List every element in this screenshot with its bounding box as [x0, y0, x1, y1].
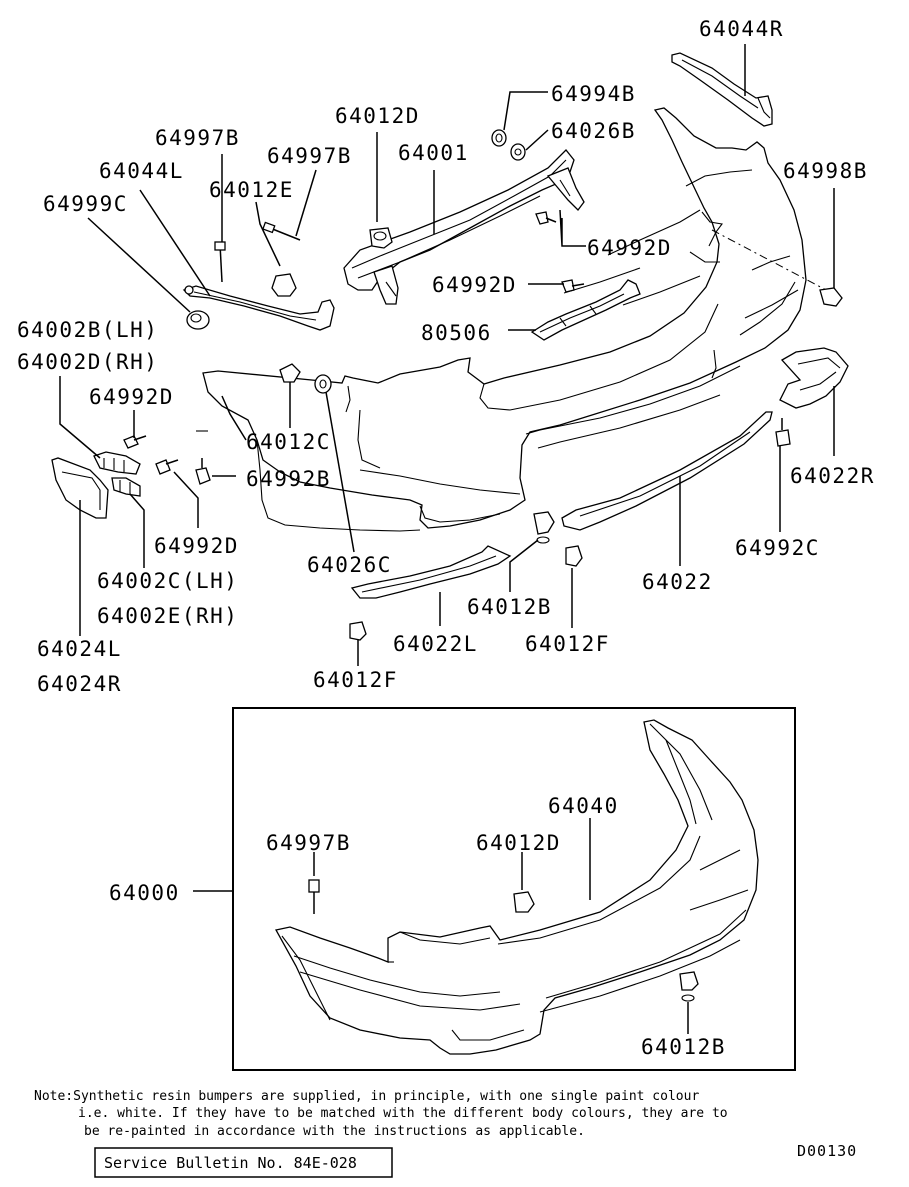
label-64998B: 64998B	[783, 159, 868, 183]
label-64999C: 64999C	[43, 192, 128, 216]
service-bulletin-text: Service Bulletin No. 84E-028	[104, 1154, 357, 1172]
label-64002C: 64002C(LH)	[97, 569, 238, 593]
label-64997B-a: 64997B	[155, 126, 240, 150]
label-64024R: 64024R	[37, 672, 122, 696]
label-64044R: 64044R	[699, 17, 784, 41]
label-64026C: 64026C	[307, 553, 392, 577]
rear-bumper-cover	[196, 107, 831, 532]
label-64040: 64040	[548, 794, 619, 818]
label-64026B: 64026B	[551, 119, 636, 143]
bracket-64044R	[671, 52, 773, 127]
clip-64002-lower	[111, 477, 141, 497]
label-64012D-box: 64012D	[476, 831, 561, 855]
reinforcement-64001	[343, 149, 585, 305]
note-line-1: Note:Synthetic resin bumpers are supplie…	[34, 1089, 699, 1104]
service-bulletin-box	[94, 1147, 393, 1178]
leader-lines	[59, 44, 835, 666]
bracket-80506	[530, 279, 641, 341]
label-64044L: 64044L	[99, 159, 184, 183]
lower-strip-64022	[561, 411, 773, 531]
label-64992B: 64992B	[246, 467, 331, 491]
end-piece-64022R	[779, 347, 849, 409]
lower-strip-64022L	[350, 545, 512, 599]
diagram-number: D00130	[797, 1142, 857, 1160]
label-64992D-a: 64992D	[587, 236, 672, 260]
fasteners	[123, 129, 843, 641]
label-64000: 64000	[109, 881, 180, 905]
label-64022R: 64022R	[790, 464, 875, 488]
label-64002B: 64002B(LH)	[17, 318, 158, 342]
label-64002D: 64002D(RH)	[17, 350, 158, 374]
label-64012F-b: 64012F	[313, 668, 398, 692]
label-64992D-c: 64992D	[89, 385, 174, 409]
label-64997B-b: 64997B	[267, 144, 352, 168]
bracket-64044L	[182, 285, 335, 331]
label-64992D-d: 64992D	[154, 534, 239, 558]
inset-fasteners	[308, 879, 699, 1002]
note-line-3: be re-painted in accordance with the ins…	[84, 1124, 585, 1139]
label-80506: 80506	[421, 321, 492, 345]
note-line-2: i.e. white. If they have to be matched w…	[78, 1106, 728, 1121]
label-64012F-a: 64012F	[525, 632, 610, 656]
label-64012E: 64012E	[209, 178, 294, 202]
grommet-64999C	[186, 310, 210, 330]
label-64002E: 64002E(RH)	[97, 604, 238, 628]
label-64022: 64022	[642, 570, 713, 594]
label-64012D-top: 64012D	[335, 104, 420, 128]
label-64024L: 64024L	[37, 637, 122, 661]
label-64994B: 64994B	[551, 82, 636, 106]
clip-64002-upper	[93, 451, 141, 475]
label-64992D-b: 64992D	[432, 273, 517, 297]
label-64001: 64001	[398, 141, 469, 165]
label-64992C: 64992C	[735, 536, 820, 560]
label-64012B-box: 64012B	[641, 1035, 726, 1059]
label-64012C: 64012C	[246, 430, 331, 454]
inset-leader-lines	[193, 818, 689, 1034]
side-plate-64024	[51, 457, 109, 519]
assembly-inset-box	[232, 707, 796, 1071]
label-64012B-top: 64012B	[467, 595, 552, 619]
label-64022L: 64022L	[393, 632, 478, 656]
bumper-assembly-64000	[275, 719, 759, 1055]
label-64997B-box: 64997B	[266, 831, 351, 855]
